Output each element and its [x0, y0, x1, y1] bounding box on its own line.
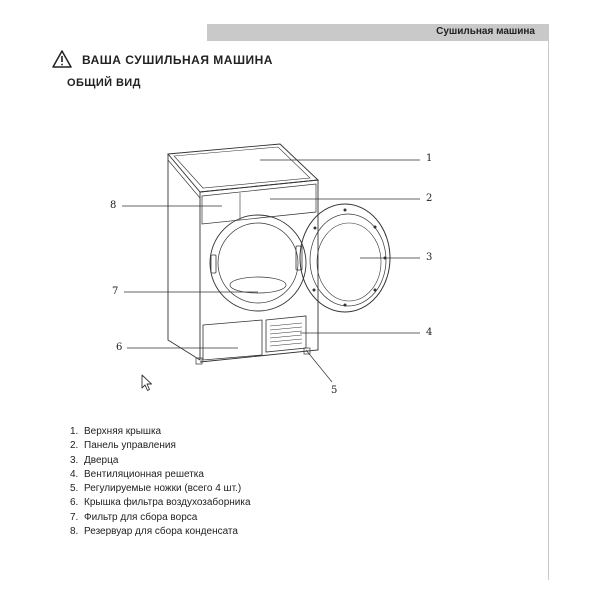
callout-5: 5: [331, 385, 338, 396]
section-subtitle: ОБЩИЙ ВИД: [67, 77, 141, 89]
section-title: ВАША СУШИЛЬНАЯ МАШИНА: [82, 53, 273, 67]
list-item: 5.Регулируемые ножки (всего 4 шт.): [70, 483, 242, 495]
dryer-front-panel: [199, 179, 319, 363]
list-item: 6.Крышка фильтра воздухозаборника: [70, 497, 251, 509]
callout-1: 1: [426, 153, 433, 164]
page-header-title: Сушильная машина: [436, 26, 535, 37]
list-item: 7.Фильтр для сбора ворса: [70, 511, 198, 523]
dryer-side-panel: [167, 154, 201, 361]
callout-7: 7: [112, 286, 119, 297]
callout-4: 4: [426, 327, 433, 338]
dryer-drum-opening: [209, 214, 307, 312]
callout-8: 8: [110, 200, 117, 211]
right-margin-rule: [548, 24, 549, 580]
page-header-bar: Сушильная машина: [207, 24, 549, 41]
list-item: 2.Панель управления: [70, 440, 176, 452]
callout-3: 3: [426, 252, 433, 263]
parts-list: 1.Верхняя крышка 2.Панель управления 3.Д…: [70, 425, 251, 539]
adjustable-foot: [195, 357, 203, 365]
callout-6: 6: [116, 342, 123, 353]
mouse-pointer-icon: [141, 374, 152, 391]
dryer-control-panel: [201, 183, 317, 225]
list-item: 3.Дверца: [70, 454, 119, 466]
dryer-diagram: [122, 143, 420, 383]
dryer-top-lid: [167, 143, 320, 193]
list-item: 1.Верхняя крышка: [70, 426, 162, 437]
air-intake-filter-cover: [202, 319, 263, 361]
callout-2: 2: [426, 193, 433, 204]
list-item: 8.Резервуар для сбора конденсата: [70, 526, 238, 538]
list-item: 4.Вентиляционная решетка: [70, 468, 204, 480]
lint-filter: [229, 276, 287, 294]
warning-triangle-icon: [52, 50, 72, 68]
